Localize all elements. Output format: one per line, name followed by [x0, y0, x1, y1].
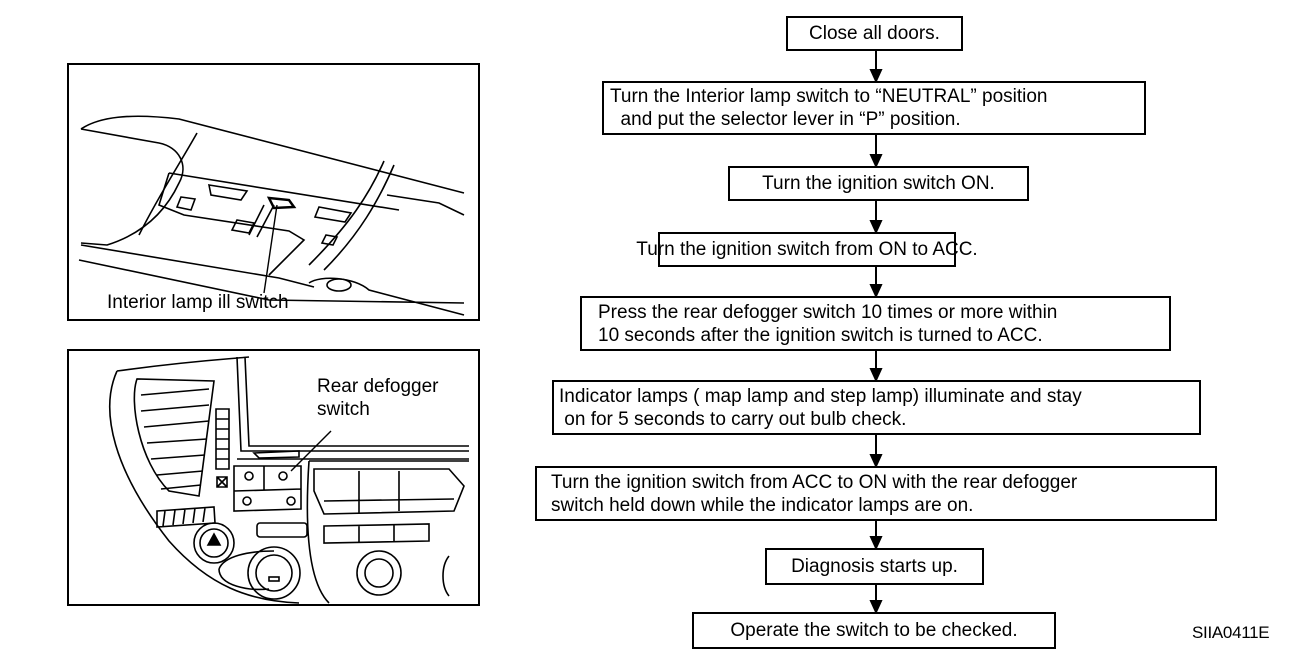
- rear-defogger-switch-label: Rear defogger switch: [317, 375, 438, 421]
- overhead-console-drawing: [78, 115, 465, 316]
- step-6-line-1: Indicator lamps ( map lamp and step lamp…: [559, 385, 1082, 407]
- step-5-line-1: Press the rear defogger switch 10 times …: [598, 301, 1058, 323]
- flow-step-operate-switch: Operate the switch to be checked.: [692, 612, 1056, 649]
- flow-step-close-doors: Close all doors.: [786, 16, 963, 51]
- step-9-line-1: Operate the switch to be checked.: [730, 620, 1018, 641]
- step-7-line-1: Turn the ignition switch from ACC to ON …: [551, 471, 1078, 493]
- figure-code: SIIA0411E: [1192, 623, 1270, 642]
- step-3-line-1: Turn the ignition switch ON.: [762, 173, 995, 194]
- step-2-line-2: and put the selector lever in “P” positi…: [610, 109, 961, 130]
- step-8-line-1: Diagnosis starts up.: [791, 556, 958, 577]
- step-2-line-1: Turn the Interior lamp switch to “NEUTRA…: [610, 86, 1048, 107]
- step-5-line-2: 10 seconds after the ignition switch is …: [598, 324, 1043, 346]
- flow-step-acc-to-on: Turn the ignition switch from ACC to ON …: [535, 466, 1217, 521]
- rear-defogger-label-line-2: switch: [317, 399, 370, 420]
- step-1-line-1: Close all doors.: [809, 23, 940, 44]
- flow-step-ignition-acc: Turn the ignition switch from ON to ACC.: [636, 232, 978, 267]
- step-6-line-2: on for 5 seconds to carry out bulb check…: [559, 408, 907, 430]
- flow-step-press-defogger: Press the rear defogger switch 10 times …: [580, 296, 1171, 351]
- flow-step-neutral-and-park: Turn the Interior lamp switch to “NEUTRA…: [602, 81, 1146, 135]
- step-7-line-2: switch held down while the indicator lam…: [551, 494, 974, 516]
- rear-defogger-label-line-1: Rear defogger: [317, 376, 439, 397]
- flow-step-bulb-check: Indicator lamps ( map lamp and step lamp…: [552, 380, 1201, 435]
- interior-lamp-switch-label: Interior lamp ill switch: [107, 292, 289, 313]
- flow-step-diagnosis-starts: Diagnosis starts up.: [765, 548, 984, 585]
- flow-step-ignition-on: Turn the ignition switch ON.: [728, 166, 1029, 201]
- step-4-line-1: Turn the ignition switch from ON to ACC.: [636, 239, 978, 260]
- dashboard-drawing: [109, 356, 469, 604]
- interior-lamp-illustration: Interior lamp ill switch: [67, 63, 480, 321]
- rear-defogger-illustration: Rear defogger switch: [67, 349, 480, 606]
